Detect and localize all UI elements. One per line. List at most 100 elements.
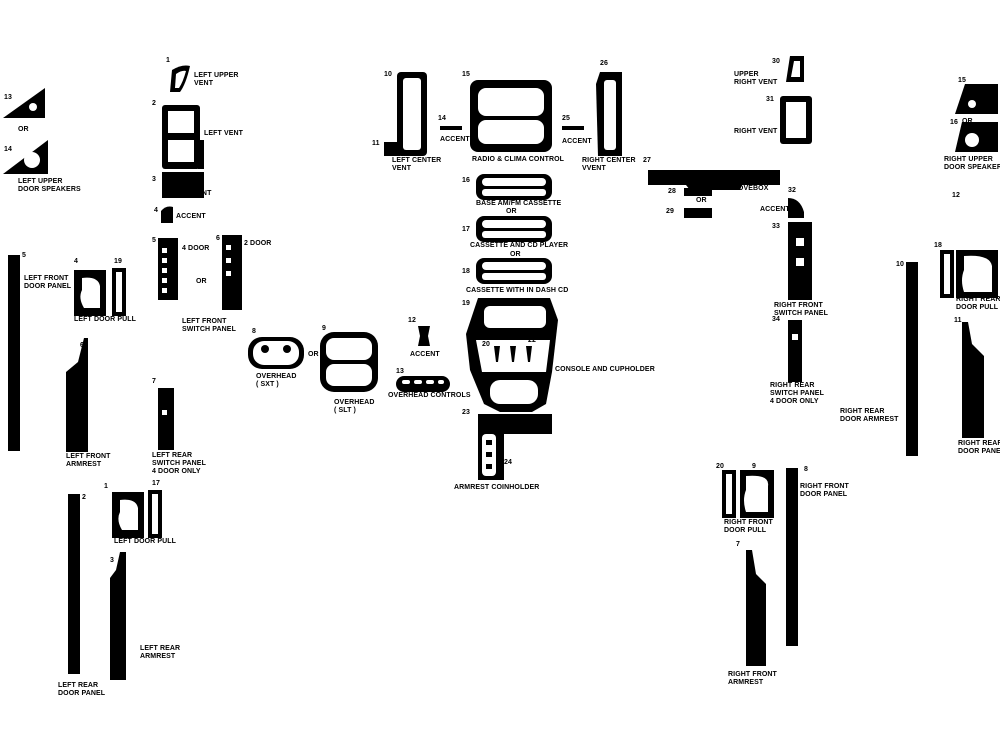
right-vent-31 (780, 96, 812, 144)
label-left-front-door-panel: LEFT FRONT DOOR PANEL (24, 275, 72, 290)
label-left-door-pull: LEFT DOOR PULL (74, 316, 137, 323)
label-cassette-in-dash-cd: CASSETTE WITH IN DASH CD (466, 287, 569, 294)
label-or-overhead: OR (308, 351, 319, 358)
upper-right-vent-30 (786, 56, 804, 82)
part-number-32: 32 (788, 187, 796, 194)
left-rear-door-pull-1-17 (112, 490, 162, 538)
part-number-7: 7 (152, 378, 156, 385)
left-rear-door-panel-2 (68, 494, 80, 674)
cassette-cd-player-17 (476, 216, 552, 242)
part-number-11b: 11 (954, 317, 962, 324)
label-or-radio-2: OR (510, 251, 521, 258)
part-number-15b: 15 (958, 77, 966, 84)
left-speaker-round-14 (3, 140, 48, 174)
accent-4 (161, 206, 173, 223)
console-cupholder-19 (466, 298, 558, 412)
part-number-20: 20 (482, 341, 490, 348)
label-left-door-pull-rear: LEFT DOOR PULL (114, 538, 177, 545)
part-number-29: 29 (666, 208, 674, 215)
label-accent-4: ACCENT (176, 213, 206, 220)
part-number-10: 10 (384, 71, 392, 78)
label-overhead-controls: OVERHEAD CONTROLS (388, 392, 471, 399)
part-number-14: 14 (4, 146, 12, 153)
part-number-12: 12 (408, 317, 416, 324)
label-radio-clima-control: RADIO & CLIMA CONTROL (472, 156, 565, 163)
left-front-switch-panel-4door-5 (158, 238, 178, 300)
label-or-speakers: OR (18, 126, 29, 133)
part-number-1: 1 (166, 57, 170, 64)
part-number-14b: 14 (438, 115, 446, 122)
label-right-front-switch-panel: RIGHT FRONT SWITCH PANEL (774, 302, 828, 317)
label-left-accent: LEFT ACCENT (162, 190, 212, 197)
label-2-door: 2 DOOR (244, 240, 272, 247)
part-number-7b: 7 (736, 541, 740, 548)
part-number-25: 25 (562, 115, 570, 122)
label-accent-32: ACCENT (760, 206, 790, 213)
part-number-11: 11 (372, 140, 380, 147)
label-cassette-cd-player: CASSETTE AND CD PLAYER (470, 242, 569, 249)
part-number-9: 9 (322, 325, 326, 332)
base-am-fm-cassette-16 (476, 174, 552, 200)
part-number-16: 16 (462, 177, 470, 184)
part-number-8b: 8 (804, 466, 808, 473)
part-number-4: 4 (154, 207, 158, 214)
label-right-center-vvent: RIGHT CENTER VVENT (582, 157, 636, 172)
part-number-13: 13 (4, 94, 12, 101)
label-4-door: 4 DOOR (182, 245, 210, 252)
part-number-26: 26 (600, 60, 608, 67)
label-right-rear-door-panel: RIGHT REAR DOOR PANEL (958, 440, 1000, 455)
armrest-coinholder-23 (478, 414, 552, 480)
label-accent-25: ACCENT (562, 138, 592, 145)
right-rear-switch-panel-34 (788, 320, 802, 382)
label-right-rear-door-pull: RIGHT REAR DOOR PULL (956, 296, 1000, 311)
label-left-upper-door-speakers: LEFT UPPER DOOR SPEAKERS (18, 178, 81, 193)
part-number-1b: 1 (104, 483, 108, 490)
label-or-glovebox: OR (696, 197, 707, 204)
label-right-upper-door-speaker: RIGHT UPPER DOOR SPEAKER (944, 156, 1000, 171)
right-speaker-triangle-15 (955, 84, 998, 114)
radio-clima-control-15 (470, 80, 552, 152)
label-left-front-switch-panel: LEFT FRONT SWITCH PANEL (182, 318, 236, 333)
part-number-23: 23 (462, 409, 470, 416)
label-base-am-fm-cassette: BASE AM/FM CASSETTE (476, 200, 562, 207)
left-rear-armrest-3 (110, 552, 126, 680)
accent-12 (418, 326, 430, 346)
label-overhead-slt: OVERHEAD ( SLT ) (334, 399, 375, 414)
right-rear-door-panel-10 (906, 262, 918, 456)
label-overhead-sxt: OVERHEAD ( SXT ) (256, 373, 297, 388)
label-left-center-vent: LEFT CENTER VENT (392, 157, 442, 172)
part-number-24: 24 (504, 459, 512, 466)
label-accent-14: ACCENT (440, 136, 470, 143)
part-number-33: 33 (772, 223, 780, 230)
label-left-rear-door-panel: LEFT REAR DOOR PANEL (58, 682, 106, 697)
part-number-21: 21 (500, 335, 508, 342)
label-console-cupholder: CONSOLE AND CUPHOLDER (555, 366, 655, 373)
part-number-31: 31 (766, 96, 774, 103)
part-number-5b: 5 (22, 252, 26, 259)
right-front-door-panel-8 (786, 468, 798, 646)
cassette-in-dash-cd-18 (476, 258, 552, 284)
part-number-16b: 16 (950, 119, 958, 126)
label-or-right-speaker: OR (962, 118, 973, 125)
part-number-2: 2 (152, 100, 156, 107)
label-upper-right-vent: UPPER RIGHT VENT (734, 71, 778, 86)
part-number-12b: 12 (952, 192, 960, 199)
part-number-2b: 2 (82, 494, 86, 501)
part-number-18b: 18 (934, 242, 942, 249)
part-number-9b: 9 (752, 463, 756, 470)
label-accent-12: ACCENT (410, 351, 440, 358)
part-number-13b: 13 (396, 368, 404, 375)
label-glovebox: GLOVEBOX (728, 185, 769, 192)
left-center-vent-10-11 (384, 72, 427, 156)
accent-32 (788, 198, 804, 218)
label-left-rear-switch-panel: LEFT REAR SWITCH PANEL 4 DOOR ONLY (152, 452, 206, 475)
accent-25 (562, 126, 584, 130)
label-right-front-door-pull: RIGHT FRONT DOOR PULL (724, 519, 773, 534)
label-right-front-door-panel: RIGHT FRONT DOOR PANEL (800, 483, 849, 498)
left-front-door-panel-5 (8, 255, 20, 451)
part-number-15: 15 (462, 71, 470, 78)
label-right-front-armrest: RIGHT FRONT ARMREST (728, 671, 777, 686)
accent-14 (440, 126, 462, 130)
